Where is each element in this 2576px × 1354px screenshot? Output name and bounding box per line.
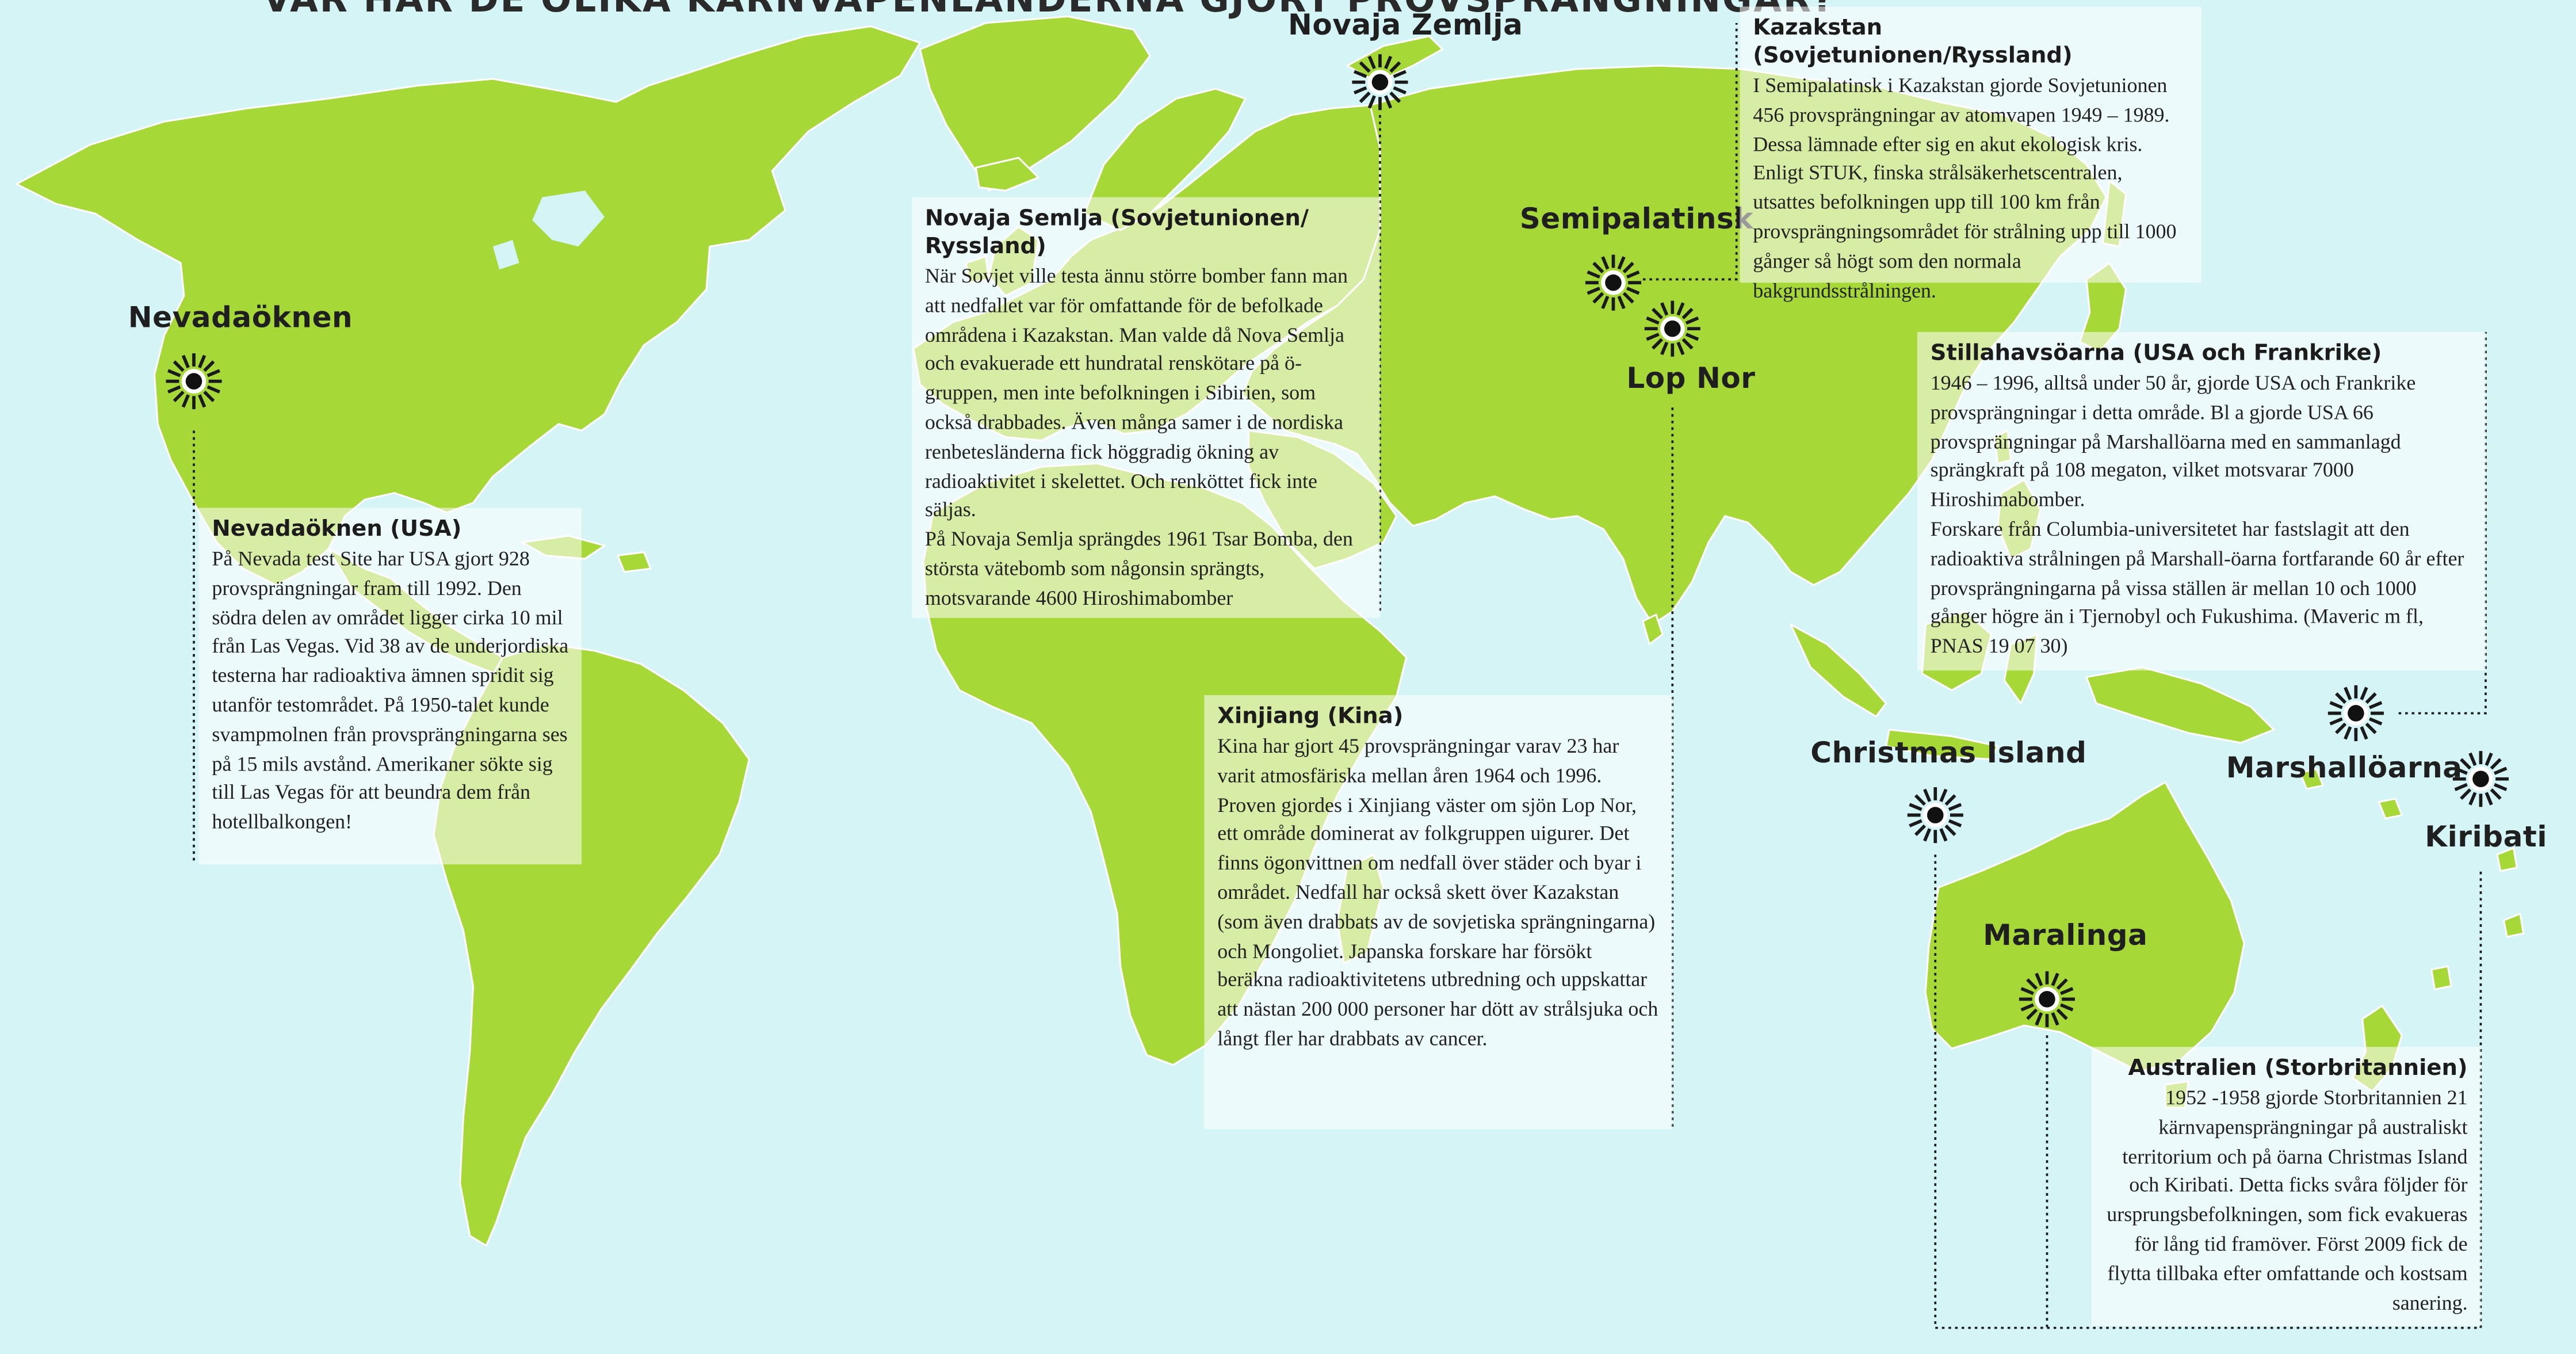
info-box-text: I Semipalatinsk i Kazakstan gjorde Sovje…: [1753, 74, 2177, 302]
site-label-kiribati: Kiribati: [2425, 821, 2548, 855]
info-box-text: Kina har gjort 45 provsprängningar varav…: [1217, 734, 1658, 1050]
sun-burst-icon: [2014, 966, 2080, 1032]
site-label-novaja: Novaja Zemlja: [1288, 10, 1523, 43]
info-box-title: Stillahavsöarna (USA och Frankrike): [1930, 340, 2382, 367]
info-box-text: På Nevada test Site har USA gjort 928 pr…: [212, 547, 569, 834]
info-box-title: Australien (Storbritannien): [2128, 1055, 2468, 1082]
leader-semipalatinsk: [1642, 22, 1738, 281]
site-label-nevada: Nevadaöknen: [128, 302, 353, 335]
info-box-title: Kazakstan (Sovjetunionen/Ryssland): [1753, 14, 2073, 69]
sun-burst-icon: [1639, 296, 1705, 361]
info-box-text: 1952 -1958 gjorde Storbritannien 21 kärn…: [2107, 1086, 2468, 1314]
info-box-title: Xinjiang (Kina): [1217, 703, 1404, 730]
info-box-text: När Sovjet ville testa ännu större bombe…: [924, 264, 1348, 522]
site-label-maralinga: Maralinga: [1983, 920, 2148, 953]
info-box-text: 1946 – 1996, alltså under 50 år, gjorde …: [1930, 371, 2416, 512]
greenland: [919, 15, 1151, 192]
north-america: [15, 25, 921, 586]
info-box-nevada: Nevadaöknen (USA) På Nevada test Site ha…: [198, 508, 582, 865]
info-box-australien: Australien (Storbritannien) 1952 -1958 g…: [2091, 1047, 2481, 1326]
new-guinea: [2085, 666, 2275, 744]
site-label-lopnor: Lop Nor: [1626, 363, 1756, 396]
site-label-semipalatinsk: Semipalatinsk: [1519, 204, 1754, 237]
australia: [1924, 781, 2245, 1073]
site-label-marshall: Marshallöarna: [2226, 753, 2463, 786]
info-box-novaja: Novaja Semlja (Sovjetunionen/ Ryssland) …: [912, 197, 1380, 618]
info-box-text: Forskare från Columbia-universitetet har…: [1930, 517, 2464, 658]
sun-burst-icon: [1347, 49, 1413, 115]
info-box-text: På Novaja Semlja sprängdes 1961 Tsar Bom…: [924, 528, 1353, 609]
leader-marshall: [2398, 331, 2487, 715]
sri-lanka: [1642, 613, 1664, 646]
info-box-title: Nevadaöknen (USA): [212, 516, 462, 543]
sumatra: [1790, 623, 1887, 718]
info-box-kazakstan: Kazakstan (Sovjetunionen/Ryssland) I Sem…: [1740, 6, 2202, 302]
iceland: [974, 157, 1039, 192]
sun-burst-icon: [1580, 250, 1646, 315]
sun-burst-icon: [1902, 782, 1968, 848]
sun-burst-icon: [2323, 680, 2388, 746]
info-box-xinjiang: Xinjiang (Kina) Kina har gjort 45 provsp…: [1204, 695, 1673, 1130]
sun-burst-icon: [161, 348, 227, 414]
info-box-title: Novaja Semlja (Sovjetunionen/ Ryssland): [924, 205, 1309, 260]
sun-burst-icon: [2448, 746, 2513, 812]
site-label-christmas: Christmas Island: [1810, 738, 2087, 771]
java: [1885, 729, 1999, 760]
info-box-stillahav: Stillahavsöarna (USA och Frankrike) 1946…: [1917, 331, 2486, 671]
